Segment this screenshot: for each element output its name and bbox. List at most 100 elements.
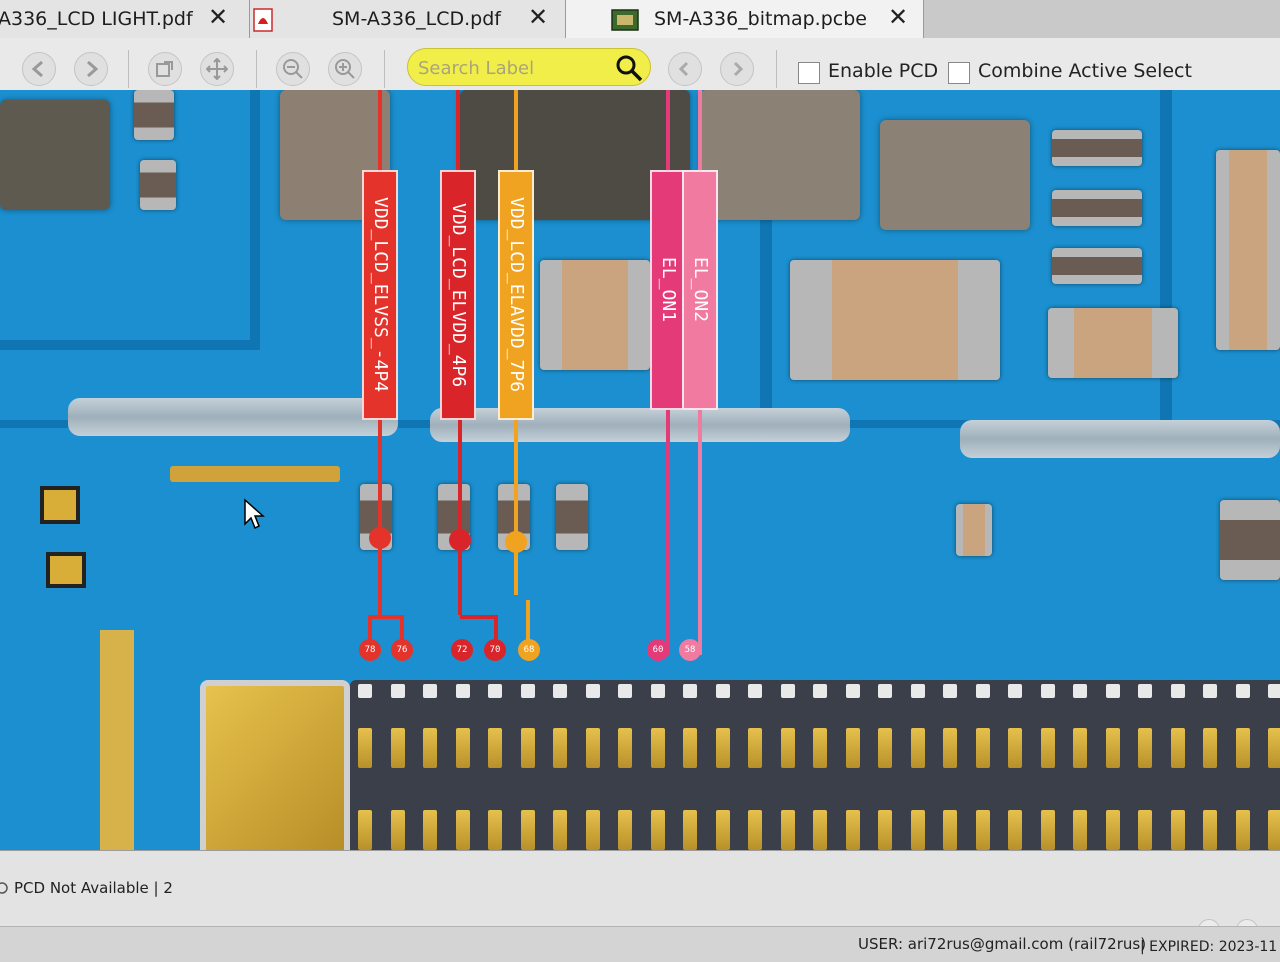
connector-pin (1105, 728, 1120, 768)
net-label[interactable]: VDD_LCD_ELVDD_4P6 (440, 170, 476, 420)
connector-pin (1073, 728, 1087, 768)
pad (585, 684, 600, 698)
capacitor (790, 260, 1000, 380)
zoom-in-button[interactable] (328, 52, 362, 86)
capacitor (1052, 130, 1142, 166)
connector-pin (748, 728, 762, 768)
net-wire (494, 615, 498, 647)
chevron-right-icon (733, 61, 744, 77)
net-label[interactable]: VDD_LCD_ELAVDD_7P6 (498, 170, 534, 420)
pin-number-badge[interactable]: 58 (679, 639, 701, 661)
tab-label: SM-A336_bitmap.pcbe (654, 8, 867, 30)
connector-pin (1170, 728, 1185, 768)
connector-pin (780, 728, 795, 768)
arrow-left-icon (31, 60, 43, 78)
close-icon[interactable]: ✕ (888, 3, 909, 31)
connector-pin (715, 728, 730, 768)
connector-pin (585, 810, 600, 850)
net-wire (400, 615, 404, 647)
connector-pin (1008, 810, 1022, 850)
net-wire (368, 615, 404, 619)
connector-pin (1105, 810, 1120, 850)
connector-pin (910, 810, 925, 850)
net-label[interactable]: EL_ON2 (682, 170, 718, 410)
component (0, 100, 110, 210)
connector-pin (975, 728, 990, 768)
net-wire (460, 615, 498, 619)
net-wire (698, 90, 702, 170)
pad (1073, 684, 1087, 698)
combine-active-select-label: Combine Active Select (978, 60, 1192, 82)
net-label[interactable]: EL_ON1 (650, 170, 686, 410)
pad (358, 684, 372, 698)
mouse-cursor-icon (244, 498, 265, 530)
pin-number-badge[interactable]: 68 (518, 639, 540, 661)
search-input[interactable] (416, 55, 610, 81)
search-icon[interactable] (614, 53, 644, 83)
net-wire (378, 420, 382, 615)
move-button[interactable] (200, 52, 234, 86)
connector-pin (1268, 728, 1280, 768)
connector-pin (1040, 728, 1055, 768)
pcb-board-view[interactable]: VDD_LCD_ELVSS_-4P4 VDD_LCD_ELVDD_4P6 VDD_L… (0, 90, 1280, 850)
connector-pin (683, 810, 697, 850)
zoom-out-button[interactable] (276, 52, 310, 86)
capacitor (140, 160, 176, 210)
enable-pcd-checkbox[interactable] (798, 62, 820, 84)
net-wire (526, 600, 530, 648)
capacitor (1216, 150, 1280, 350)
back-button[interactable] (22, 52, 56, 86)
toolbar-separator (776, 50, 777, 88)
close-icon[interactable]: ✕ (208, 3, 229, 31)
connector-pin (390, 810, 405, 850)
close-icon[interactable]: ✕ (528, 3, 549, 31)
net-wire (378, 90, 382, 170)
forward-button[interactable] (74, 52, 108, 86)
pin-number-badge[interactable]: 60 (647, 639, 669, 661)
pad (488, 684, 502, 698)
pin-number-badge[interactable]: 78 (359, 639, 381, 661)
pin-number-badge[interactable]: 76 (391, 639, 413, 661)
net-wire (514, 420, 518, 595)
pad (975, 684, 990, 698)
pin-number-badge[interactable]: 70 (484, 639, 506, 661)
combine-active-select-checkbox[interactable] (948, 62, 970, 84)
connector-pin (845, 728, 860, 768)
connector-pin (1235, 728, 1250, 768)
pad (553, 684, 567, 698)
net-junction (449, 529, 471, 551)
tab-a336-lcd-light[interactable]: A336_LCD LIGHT.pdf ✕ (0, 0, 250, 38)
footer-line: USER: ari72rus@gmail.com (rail72rus) | E… (0, 926, 1280, 962)
capacitor (134, 90, 174, 140)
rotate-button[interactable] (148, 52, 182, 86)
pad (40, 486, 80, 524)
gold-strip (170, 466, 340, 482)
pad (910, 684, 925, 698)
pad (390, 684, 405, 698)
toolbar-separator (128, 50, 129, 88)
connector-pin (650, 728, 665, 768)
net-wire (666, 90, 670, 170)
pad (683, 684, 697, 698)
capacitor (540, 260, 650, 370)
tab-sm-a336-lcd[interactable]: SM-A336_LCD.pdf ✕ (250, 0, 566, 38)
pad (618, 684, 632, 698)
shield-strip (68, 398, 398, 436)
net-label[interactable]: VDD_LCD_ELVSS_-4P4 (362, 170, 398, 420)
net-wire (698, 410, 702, 655)
pin-number-badge[interactable]: 72 (451, 639, 473, 661)
tab-bar: A336_LCD LIGHT.pdf ✕ SM-A336_LCD.pdf ✕ S… (0, 0, 1280, 38)
prev-result-button[interactable] (668, 52, 702, 86)
pad (1170, 684, 1185, 698)
connector-pin (390, 728, 405, 768)
tab-sm-a336-bitmap[interactable]: SM-A336_bitmap.pcbe ✕ (566, 0, 924, 38)
pad (650, 684, 665, 698)
next-result-button[interactable] (720, 52, 754, 86)
connector-pin (488, 810, 502, 850)
pad (845, 684, 860, 698)
connector-pin (455, 810, 470, 850)
pad (1203, 684, 1217, 698)
connector-pin (975, 810, 990, 850)
status-bar: PCD Not Available | 2 USER: ari72rus@gma… (0, 850, 1280, 962)
pad (813, 684, 827, 698)
